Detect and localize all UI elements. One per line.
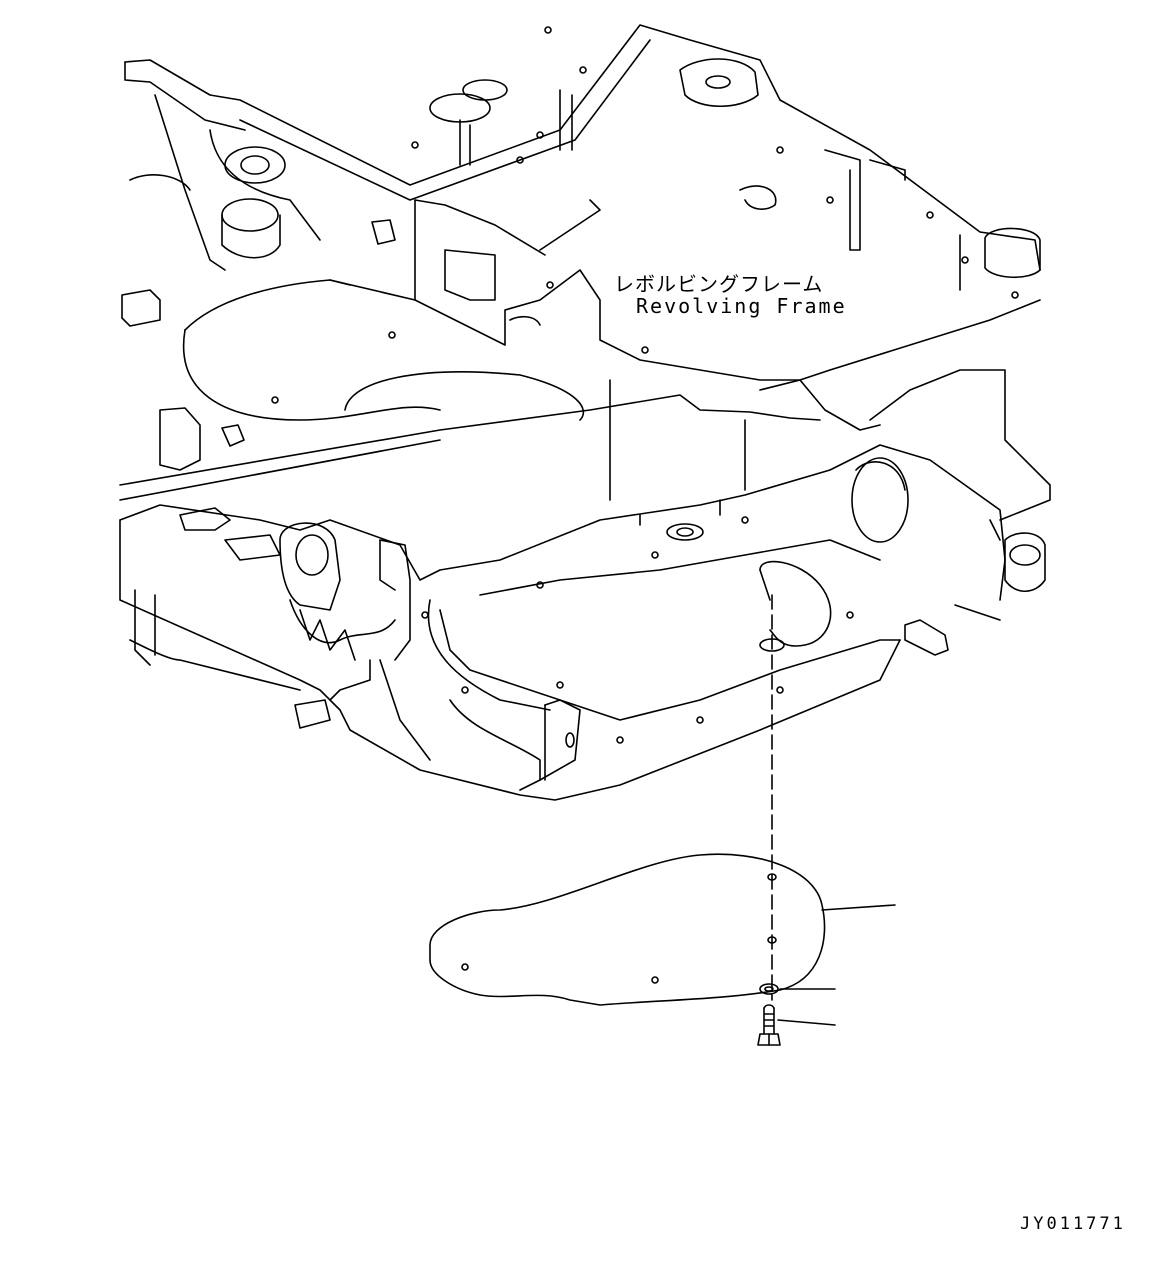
- frame-label-japanese: レボルビングフレーム: [614, 272, 824, 296]
- frame-label-english: Revolving Frame: [636, 294, 847, 318]
- revolving-frame-upper: [119, 24, 1051, 543]
- revolving-frame-lower: [119, 407, 1046, 801]
- leader-lines: [777, 904, 896, 1026]
- cover-plate: [429, 853, 826, 1006]
- drawing-code: JY011771: [1020, 1214, 1126, 1234]
- bolt: [757, 1004, 781, 1046]
- washer: [759, 983, 779, 995]
